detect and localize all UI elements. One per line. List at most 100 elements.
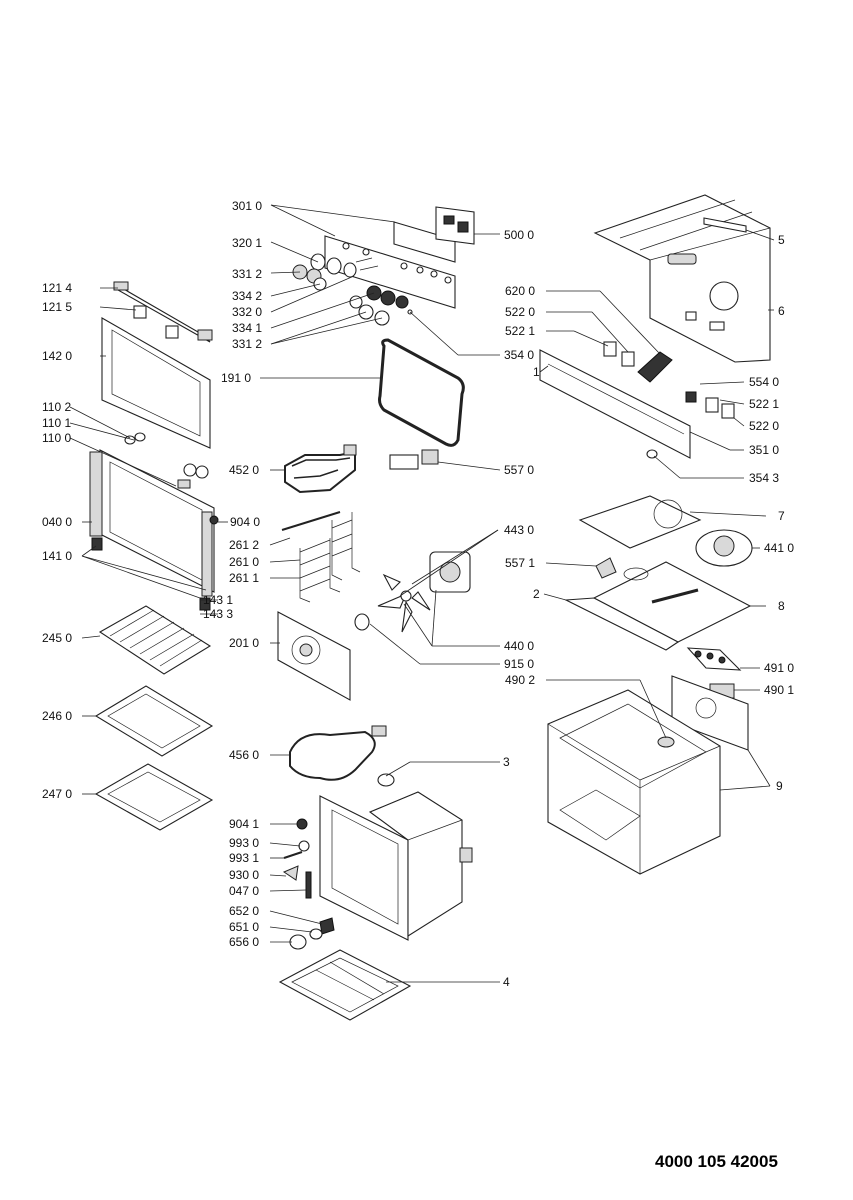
- top-frame-part: [593, 194, 771, 363]
- outer-glass-part: [101, 317, 211, 449]
- wire-rack-part: [98, 605, 212, 675]
- nut-part: [354, 613, 370, 631]
- label-331-2-top: 331 2: [232, 267, 262, 281]
- label-332-0: 332 0: [232, 305, 262, 319]
- label-651-0: 651 0: [229, 920, 259, 934]
- label-557-1: 557 1: [505, 556, 535, 570]
- label-110-0: 110 0: [42, 431, 71, 445]
- switch-part: [595, 557, 617, 579]
- label-246-0: 246 0: [42, 709, 72, 723]
- label-040-0: 040 0: [42, 515, 72, 529]
- terminal-block-part: [637, 351, 673, 383]
- label-354-0: 354 0: [504, 348, 534, 362]
- lamp-part: [389, 454, 419, 470]
- label-656-0: 656 0: [229, 935, 259, 949]
- fan-cover-part: [578, 495, 702, 549]
- label-301-0: 301 0: [232, 199, 262, 213]
- outer-casing-part: [547, 689, 721, 875]
- label-522-0-left: 522 0: [505, 305, 535, 319]
- document-number: 4000 105 42005: [655, 1152, 778, 1171]
- label-110-1: 110 1: [42, 416, 71, 430]
- label-904-0: 904 0: [230, 515, 260, 529]
- label-443-0: 443 0: [504, 523, 534, 537]
- top-bracket-part: [703, 217, 747, 233]
- deep-tray-part: [94, 763, 214, 831]
- label-3: 3: [503, 755, 510, 769]
- label-554-0: 554 0: [749, 375, 779, 389]
- small-parts-group: [282, 818, 335, 950]
- label-620-0: 620 0: [505, 284, 535, 298]
- back-panel-part: [277, 611, 351, 701]
- label-2: 2: [533, 587, 540, 601]
- label-491-0: 491 0: [764, 661, 794, 675]
- label-142-0: 142 0: [42, 349, 72, 363]
- label-320-1: 320 1: [232, 236, 262, 250]
- label-652-0: 652 0: [229, 904, 259, 918]
- label-143-1: 143 1: [203, 593, 233, 607]
- label-9: 9: [776, 779, 783, 793]
- top-panel-part: [563, 561, 752, 651]
- label-6: 6: [778, 304, 785, 318]
- label-993-1: 993 1: [229, 851, 259, 865]
- label-5: 5: [778, 233, 785, 247]
- label-490-1: 490 1: [764, 683, 794, 697]
- shelf-supports-part: [281, 511, 361, 603]
- label-261-2: 261 2: [229, 538, 259, 552]
- label-4: 4: [503, 975, 510, 989]
- grill-element-part: [284, 444, 357, 494]
- oven-cavity-part: [319, 791, 473, 941]
- label-522-1-left: 522 1: [505, 324, 535, 338]
- label-047-0: 047 0: [229, 884, 259, 898]
- label-331-2-bottom: 331 2: [232, 337, 262, 351]
- label-191-0: 191 0: [221, 371, 251, 385]
- label-915-0: 915 0: [504, 657, 534, 671]
- label-334-1: 334 1: [232, 321, 262, 335]
- fan-motor-group: [354, 551, 471, 633]
- label-110-2: 110 2: [42, 400, 71, 414]
- label-452-0: 452 0: [229, 463, 259, 477]
- hinge-part: [89, 451, 103, 537]
- shallow-tray-part: [94, 685, 214, 757]
- label-334-2: 334 2: [232, 289, 262, 303]
- control-panel-part: [324, 235, 456, 309]
- leader-lines: [69, 204, 775, 983]
- label-261-0: 261 0: [229, 555, 259, 569]
- label-441-0: 441 0: [764, 541, 794, 555]
- label-201-0: 201 0: [229, 636, 259, 650]
- circular-element-part: [289, 730, 376, 781]
- panel-display-part: [393, 221, 456, 263]
- top-frame-group: [593, 194, 771, 363]
- label-490-2: 490 2: [505, 673, 535, 687]
- bottom-plate-part: [278, 949, 412, 1021]
- fan-blade-part: [377, 573, 431, 633]
- label-121-4: 121 4: [42, 281, 72, 295]
- label-141-0: 141 0: [42, 549, 72, 563]
- part-labels: 301 0 500 0 320 1 331 2 334 2 332 0 334 …: [42, 199, 794, 1171]
- control-panel-group: [292, 206, 475, 389]
- label-143-3: 143 3: [203, 607, 233, 621]
- front-frame-part: [539, 349, 691, 459]
- label-261-1: 261 1: [229, 571, 259, 585]
- label-904-1: 904 1: [229, 817, 259, 831]
- label-121-5: 121 5: [42, 300, 72, 314]
- label-245-0: 245 0: [42, 631, 72, 645]
- label-1: 1: [533, 365, 540, 379]
- label-8: 8: [778, 599, 785, 613]
- label-351-0: 351 0: [749, 443, 779, 457]
- label-522-1-right: 522 1: [749, 397, 779, 411]
- fan-cover-group: [578, 495, 753, 567]
- label-7: 7: [778, 509, 785, 523]
- label-993-0: 993 0: [229, 836, 259, 850]
- label-522-0-right: 522 0: [749, 419, 779, 433]
- door-seal-part: [378, 338, 465, 447]
- label-557-0: 557 0: [504, 463, 534, 477]
- thermostat-part: [377, 773, 395, 787]
- label-440-0: 440 0: [504, 639, 534, 653]
- label-930-0: 930 0: [229, 868, 259, 882]
- terminal-group: [539, 341, 735, 459]
- label-500-0: 500 0: [504, 228, 534, 242]
- label-456-0: 456 0: [229, 748, 259, 762]
- label-247-0: 247 0: [42, 787, 72, 801]
- door-group: [89, 281, 219, 611]
